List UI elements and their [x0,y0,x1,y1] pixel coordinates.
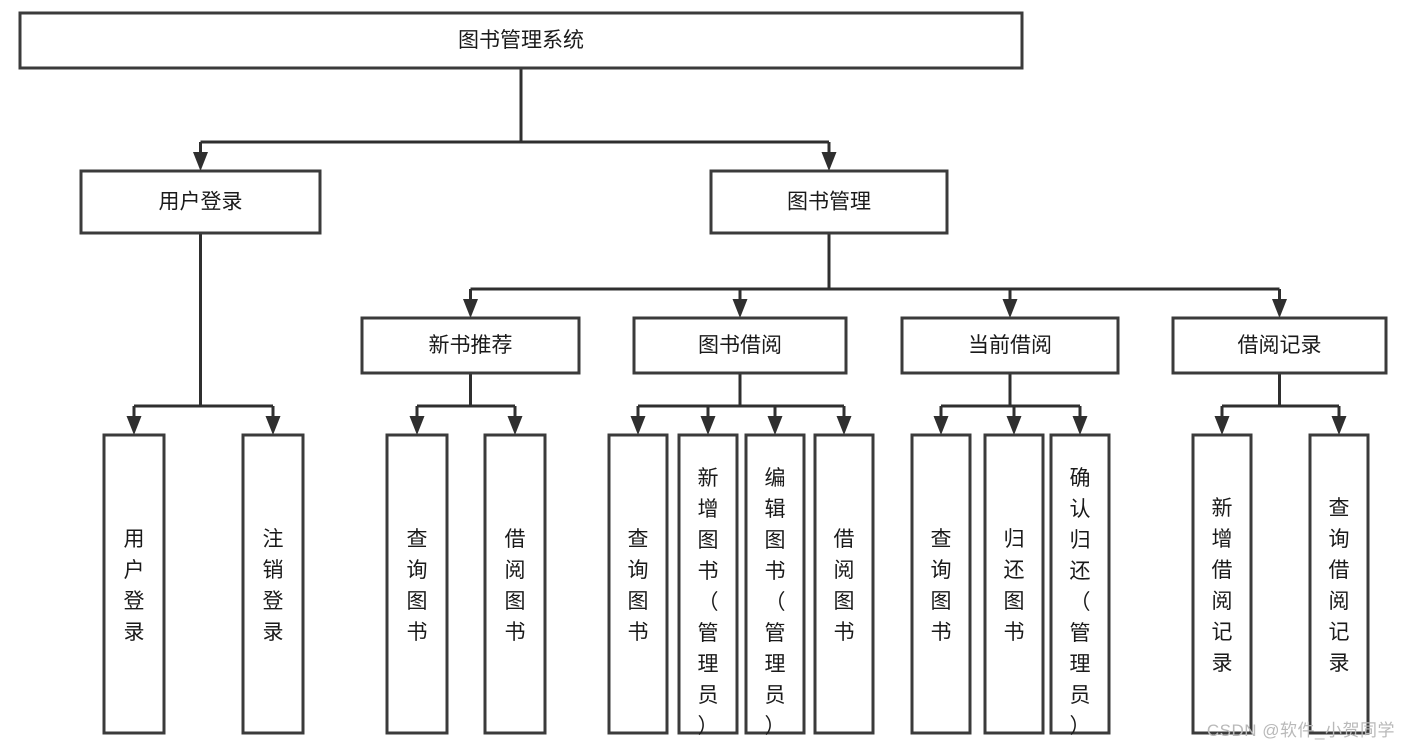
arrow-head-leaf-records-2 [1331,416,1347,435]
node-label-current: 当前借阅 [968,334,1052,357]
node-leaf-current-3[interactable]: 确认归还（管理员） [1049,433,1111,738]
arrow-head-leaf-borrow-3 [767,416,783,435]
node-label-leaf-borrow-2: 新增图书（管理员） [698,467,719,738]
arrow-head-leaf-login-1 [126,416,142,435]
node-label-leaf-current-1: 查询图书 [931,528,952,644]
arrow-head-login [193,152,208,171]
arrow-head-bookmgmt [821,152,837,171]
node-box-leaf-newbook-2 [483,433,547,735]
node-label-leaf-newbook-2: 借阅图书 [505,528,526,644]
node-box-leaf-borrow-2 [677,433,739,735]
node-records[interactable]: 借阅记录 [1171,316,1388,375]
arrow-head-leaf-newbook-2 [507,416,523,435]
connector-group-borrow [630,373,852,435]
node-label-newbook: 新书推荐 [429,334,513,357]
node-label-leaf-login-1: 用户登录 [124,528,145,644]
node-borrow[interactable]: 图书借阅 [632,316,848,375]
node-box-root [18,11,1024,70]
node-current[interactable]: 当前借阅 [900,316,1120,375]
connector-group-bookmgmt [463,233,1287,318]
node-root[interactable]: 图书管理系统 [18,11,1024,70]
arrow-head-records [1272,299,1287,318]
node-box-leaf-current-3 [1049,433,1111,735]
node-leaf-borrow-3[interactable]: 编辑图书（管理员） [744,433,806,738]
node-label-login: 用户登录 [159,191,243,214]
node-label-bookmgmt: 图书管理 [787,191,871,214]
watermark-text: CSDN @软件_小贺同学 [1206,721,1395,740]
node-leaf-login-1[interactable]: 用户登录 [102,433,166,735]
node-leaf-borrow-4[interactable]: 借阅图书 [813,433,875,735]
node-label-leaf-login-2: 注销登录 [263,528,284,644]
node-bookmgmt[interactable]: 图书管理 [709,169,949,235]
connector-group-current [933,373,1088,435]
node-newbook[interactable]: 新书推荐 [360,316,581,375]
arrow-head-borrow [732,299,748,318]
node-leaf-current-2[interactable]: 归还图书 [983,433,1045,735]
node-box-leaf-newbook-1 [385,433,449,735]
node-leaf-borrow-1[interactable]: 查询图书 [607,433,669,735]
arrow-head-current [1002,299,1018,318]
node-box-leaf-login-1 [102,433,166,735]
node-leaf-newbook-1[interactable]: 查询图书 [385,433,449,735]
node-leaf-records-2[interactable]: 查询借阅记录 [1308,433,1370,735]
node-box-leaf-borrow-1 [607,433,669,735]
node-layer: 图书管理系统用户登录图书管理新书推荐图书借阅当前借阅借阅记录用户登录注销登录查询… [18,11,1388,738]
arrow-head-leaf-borrow-1 [630,416,646,435]
arrow-head-leaf-current-3 [1072,416,1088,435]
node-leaf-current-1[interactable]: 查询图书 [910,433,972,735]
node-box-leaf-current-2 [983,433,1045,735]
arrow-head-leaf-current-1 [933,416,949,435]
arrow-head-leaf-borrow-2 [700,416,716,435]
node-label-records: 借阅记录 [1238,334,1322,357]
node-box-leaf-records-1 [1191,433,1253,735]
node-label-leaf-current-3: 确认归还（管理员） [1070,467,1091,738]
node-box-leaf-records-2 [1308,433,1370,735]
node-box-login [79,169,322,235]
arrow-head-leaf-current-2 [1006,416,1022,435]
connector-group-newbook [409,373,523,435]
node-label-leaf-borrow-1: 查询图书 [628,528,649,644]
arrow-head-leaf-newbook-1 [409,416,425,435]
arrow-head-newbook [463,299,478,318]
node-box-leaf-borrow-4 [813,433,875,735]
node-label-root: 图书管理系统 [458,29,584,52]
node-label-leaf-newbook-1: 查询图书 [407,528,428,644]
node-box-current [900,316,1120,375]
node-label-leaf-borrow-3: 编辑图书（管理员） [765,467,786,738]
node-label-leaf-records-2: 查询借阅记录 [1329,497,1350,675]
node-box-borrow [632,316,848,375]
node-leaf-borrow-2[interactable]: 新增图书（管理员） [677,433,739,738]
arrow-head-leaf-borrow-4 [836,416,852,435]
node-label-leaf-current-2: 归还图书 [1004,528,1025,644]
node-leaf-records-1[interactable]: 新增借阅记录 [1191,433,1253,735]
arrow-head-leaf-login-2 [265,416,281,435]
node-label-leaf-borrow-4: 借阅图书 [834,528,855,644]
connector-layer [126,68,1347,435]
connector-group-login [126,233,281,435]
node-leaf-newbook-2[interactable]: 借阅图书 [483,433,547,735]
node-box-records [1171,316,1388,375]
node-box-newbook [360,316,581,375]
node-label-borrow: 图书借阅 [698,334,782,357]
node-login[interactable]: 用户登录 [79,169,322,235]
arrow-head-leaf-records-1 [1214,416,1230,435]
node-box-bookmgmt [709,169,949,235]
node-box-leaf-login-2 [241,433,305,735]
connector-group-records [1214,373,1347,435]
node-box-leaf-borrow-3 [744,433,806,735]
node-leaf-login-2[interactable]: 注销登录 [241,433,305,735]
node-label-leaf-records-1: 新增借阅记录 [1212,497,1233,675]
connector-group-root [193,68,837,171]
node-box-leaf-current-1 [910,433,972,735]
